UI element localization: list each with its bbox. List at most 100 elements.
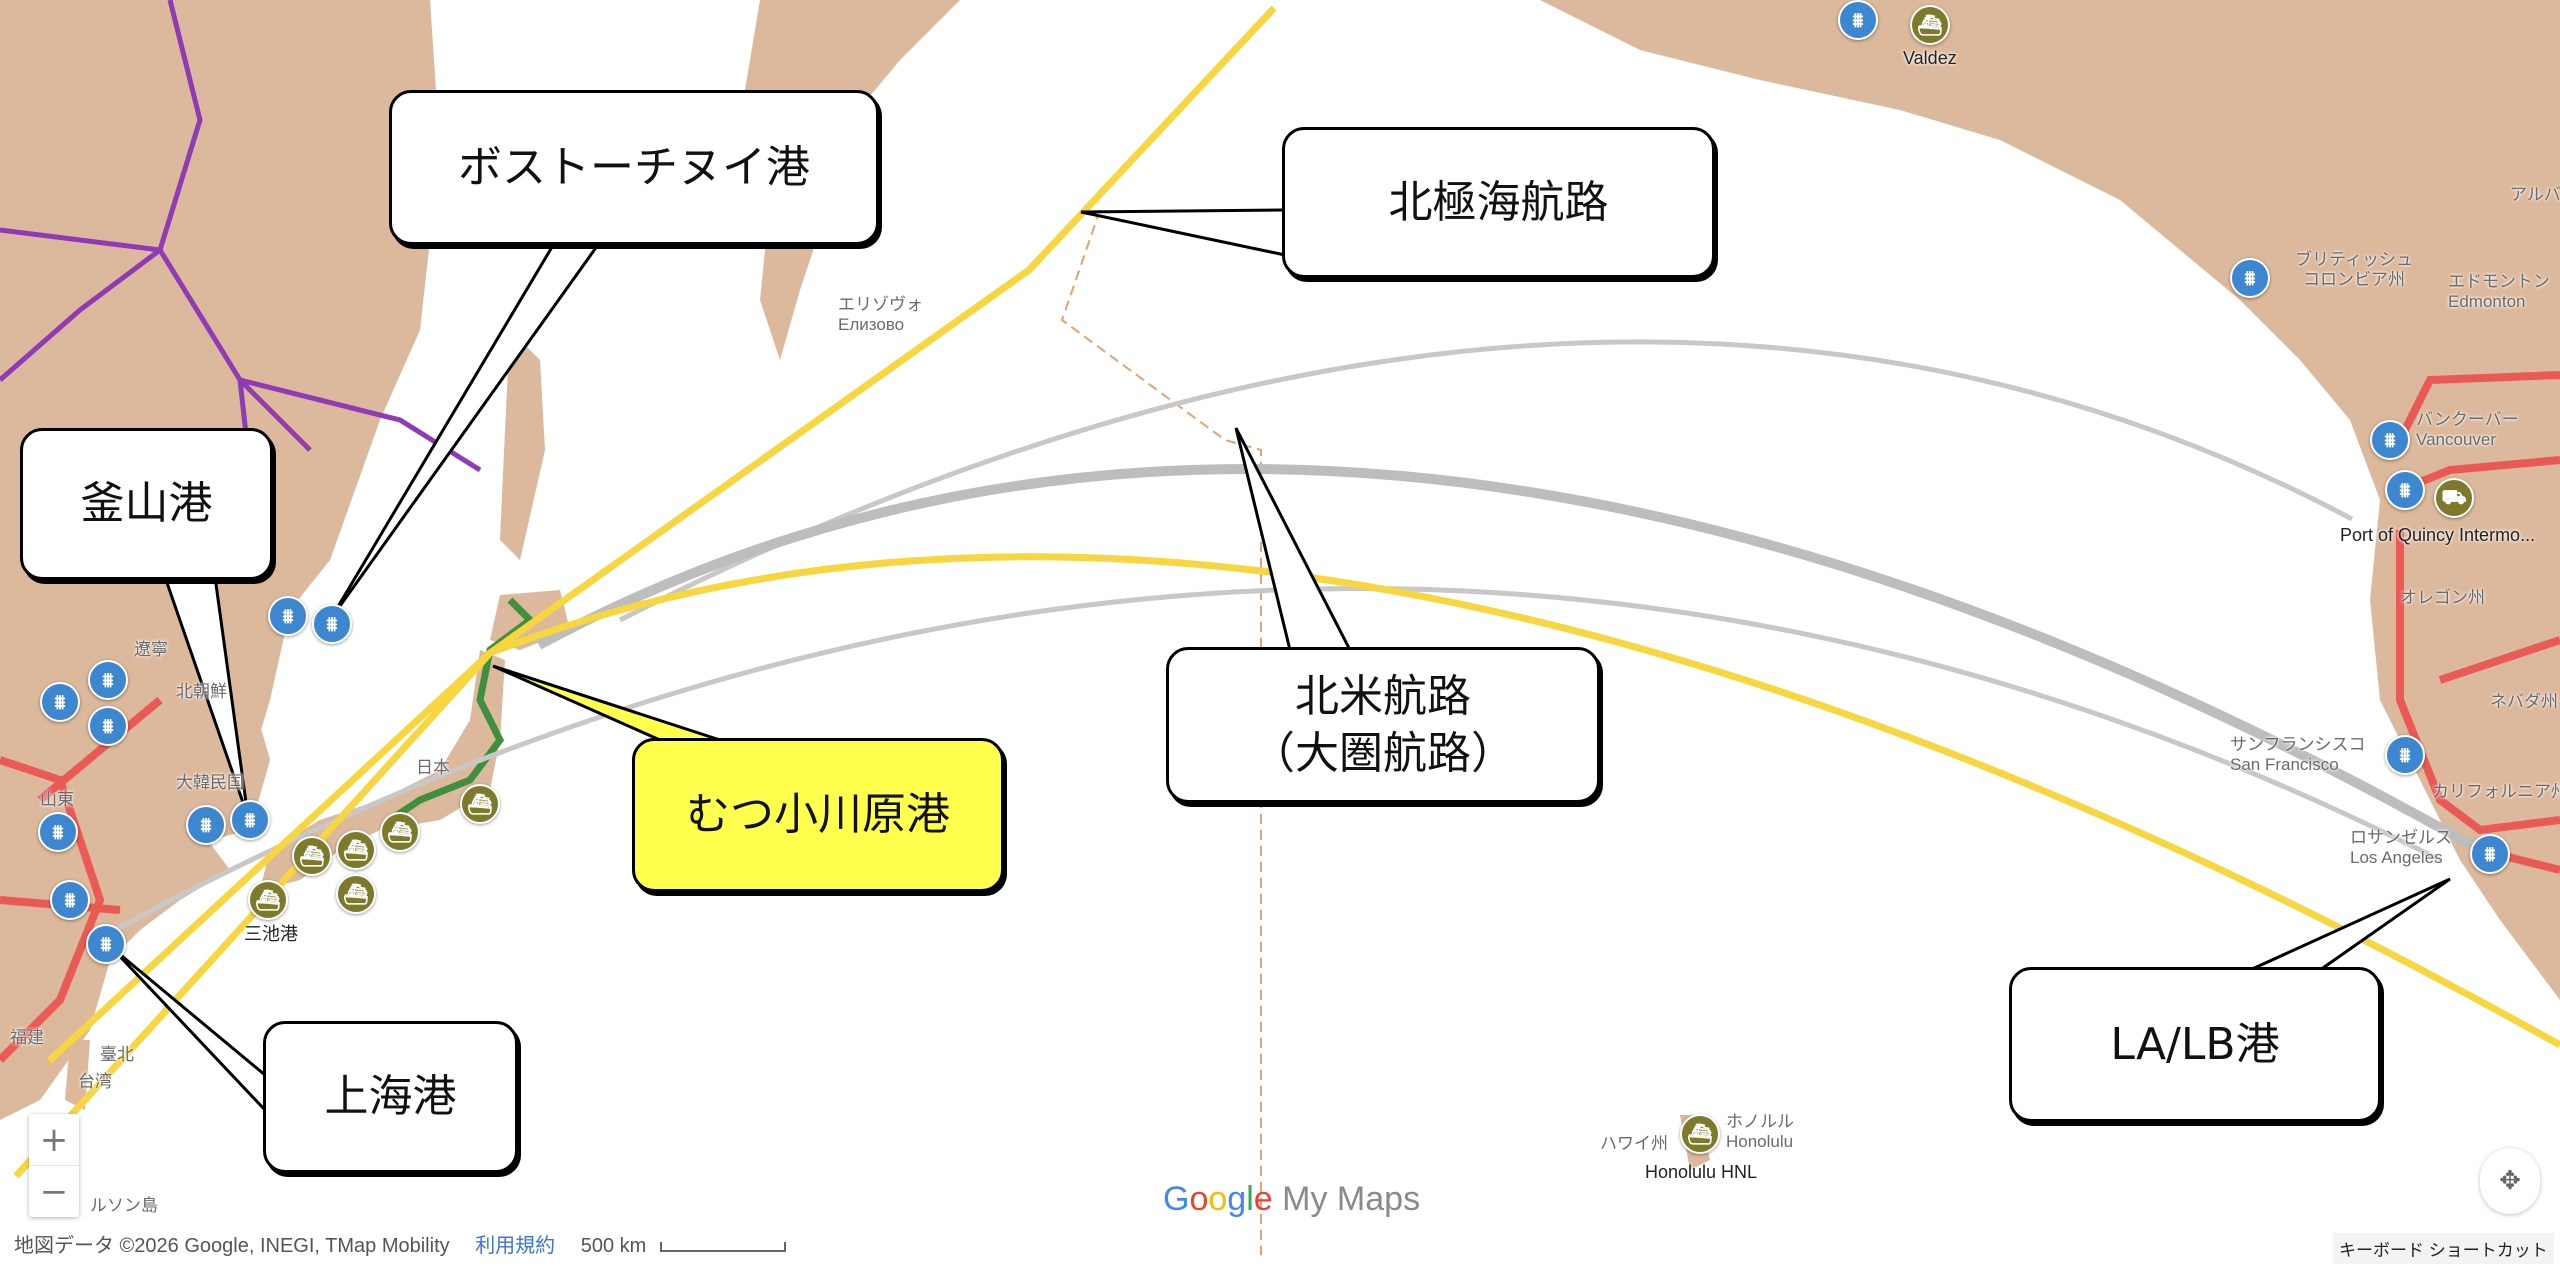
ship-marker-miike[interactable]: ⛴	[248, 880, 288, 920]
label-edmonton-ja: エドモントン	[2448, 272, 2550, 291]
zoom-in-button[interactable]: +	[39, 1119, 69, 1160]
ship-marker-japan-3[interactable]: ⛴	[292, 836, 332, 876]
rail-marker-dalian-2[interactable]: ⩩	[88, 660, 128, 700]
label-shandong: 山東	[40, 790, 74, 809]
rail-marker-busan-2[interactable]: ⩩	[186, 805, 226, 845]
callout-mutsu-ogawara-port: むつ小川原港	[632, 738, 1004, 892]
label-liaoning: 遼寧	[134, 640, 168, 659]
rail-marker-shanghai[interactable]: ⩩	[86, 924, 126, 964]
label-sf-ja: サンフランシスコ	[2230, 735, 2366, 754]
label-alberta: アルバ	[2510, 185, 2560, 204]
ship-marker-japan-1[interactable]: ⛴	[380, 812, 420, 852]
rail-marker-seattle[interactable]: ⩩	[2385, 470, 2425, 510]
map-pan-control-button[interactable]: ✥	[2480, 1148, 2540, 1214]
callout-tail-shanghai	[109, 945, 267, 1112]
label-bc-2: コロンビア州	[2302, 269, 2405, 289]
map-attribution: 地図データ ©2026 Google, INEGI, TMap Mobility…	[14, 1229, 786, 1258]
label-honolulu-hnl: Honolulu HNL	[1645, 1162, 1758, 1182]
land-taiwan	[65, 1040, 90, 1110]
rail-marker-qingdao[interactable]: ⩩	[38, 812, 78, 852]
ship-marker-valdez[interactable]: ⛴	[1910, 5, 1950, 45]
arrows-icon: ✥	[2499, 1166, 2521, 1196]
map-data-credit: 地図データ ©2026 Google, INEGI, TMap Mobility	[14, 1235, 450, 1257]
label-valdez: Valdez	[1903, 48, 1957, 68]
callout-tail-lalb	[2249, 877, 2451, 972]
land-japan	[260, 650, 505, 890]
label-la-ja: ロサンゼルス	[2350, 828, 2452, 847]
label-honolulu-ja: ホノルル	[1726, 1112, 1794, 1131]
ship-marker-honolulu[interactable]: ⛴	[1680, 1114, 1720, 1154]
callout-lalb-text: LA/LB港	[2110, 1018, 2280, 1070]
callout-arctic-route: 北極海航路	[1282, 127, 1715, 278]
route-great-circle-thin-1	[618, 339, 2354, 623]
rail-marker-busan[interactable]: ⩩	[230, 800, 270, 840]
label-california: カリフォルニア州	[2432, 782, 2560, 801]
callout-north-america-text-1: 北米航路	[1295, 670, 1471, 722]
rail-marker-tianjin[interactable]: ⩩	[88, 706, 128, 746]
google-my-maps-logo: Google My Maps	[1163, 1180, 1420, 1219]
label-taiwan: 台湾	[78, 1072, 112, 1091]
scale-bar	[659, 1241, 786, 1252]
callout-tail-mutsu	[492, 664, 721, 742]
label-japan: 日本	[416, 758, 450, 777]
rail-marker-vostochny[interactable]: ⩩	[312, 604, 352, 644]
label-nevada: ネバダ州	[2490, 692, 2558, 711]
label-hawaii: ハワイ州	[1600, 1134, 1668, 1153]
label-la-en: Los Angeles	[2350, 847, 2443, 867]
my-maps-text: My Maps	[1282, 1180, 1421, 1218]
label-fujian: 福建	[10, 1028, 44, 1047]
callout-vostochny-port: ボストーチヌイ港	[389, 90, 879, 245]
zoom-out-button[interactable]: −	[29, 1165, 79, 1217]
route-arctic	[13, 5, 1277, 1179]
rail-marker-prince-rupert[interactable]: ⩩	[2230, 258, 2270, 298]
callout-shanghai-port: 上海港	[263, 1021, 518, 1173]
callout-arctic-text: 北極海航路	[1388, 176, 1609, 228]
google-logo-text: Google	[1163, 1180, 1273, 1218]
label-sf-en: San Francisco	[2230, 754, 2339, 774]
callout-busan-port: 釜山港	[20, 428, 273, 580]
label-korea: 大韓民国	[176, 773, 244, 792]
rail-marker-vancouver[interactable]: ⩩	[2370, 420, 2410, 460]
label-oregon: オレゴン州	[2400, 588, 2485, 607]
terms-link[interactable]: 利用規約	[475, 1235, 556, 1257]
land-sakhalin	[500, 330, 545, 560]
ship-marker-japan-4[interactable]: ⛴	[336, 874, 376, 914]
callout-tail-north-america	[1234, 427, 1352, 651]
label-miike: 三池港	[244, 924, 298, 944]
label-honolulu-en: Honolulu	[1726, 1131, 1794, 1151]
callout-vostochny-text: ボストーチヌイ港	[458, 141, 810, 193]
zoom-control: + −	[29, 1114, 79, 1217]
ship-marker-japan-2[interactable]: ⛴	[336, 830, 376, 870]
land-north-america	[1540, 0, 2560, 1000]
label-vancouver-en: Vancouver	[2416, 429, 2497, 449]
callout-tail-arctic	[1080, 208, 1286, 257]
keyboard-shortcuts-button[interactable]: キーボード ショートカット	[2333, 1233, 2554, 1264]
label-edmonton-en: Edmonton	[2448, 291, 2526, 311]
rail-marker-anchorage[interactable]: ⩩	[1838, 0, 1878, 40]
route-great-circle-thick	[536, 463, 2483, 855]
ship-marker-mutsu[interactable]: ⛴	[460, 784, 500, 824]
label-vancouver-ja: バンクーバー	[2416, 410, 2519, 429]
rail-marker-lianyungang[interactable]: ⩩	[50, 880, 90, 920]
callout-north-america-text-2: （大圏航路）	[1251, 728, 1515, 779]
rail-marker-dalian[interactable]: ⩩	[40, 682, 80, 722]
rail-marker-oakland[interactable]: ⩩	[2385, 735, 2425, 775]
label-quincy: Port of Quincy Intermo...	[2340, 525, 2536, 545]
scale-label[interactable]: 500 km	[580, 1235, 647, 1257]
japan-rail-line	[388, 597, 536, 823]
callout-shanghai-text: 上海港	[324, 1071, 457, 1123]
label-elizovo-ru: Елизово	[838, 314, 905, 334]
label-elizovo-ja: エリゾヴォ	[838, 295, 923, 314]
callout-mutsu-text: むつ小川原港	[686, 789, 950, 841]
route-north-america-yellow	[46, 553, 2560, 1064]
rail-marker-vostochny-2[interactable]: ⩩	[268, 596, 308, 636]
label-north-korea: 北朝鮮	[176, 682, 227, 701]
truck-marker-quincy[interactable]: ⛟	[2434, 478, 2474, 518]
rail-marker-la[interactable]: ⩩	[2470, 834, 2510, 874]
label-bc: ブリティッシュコロンビア州	[2295, 250, 2413, 289]
